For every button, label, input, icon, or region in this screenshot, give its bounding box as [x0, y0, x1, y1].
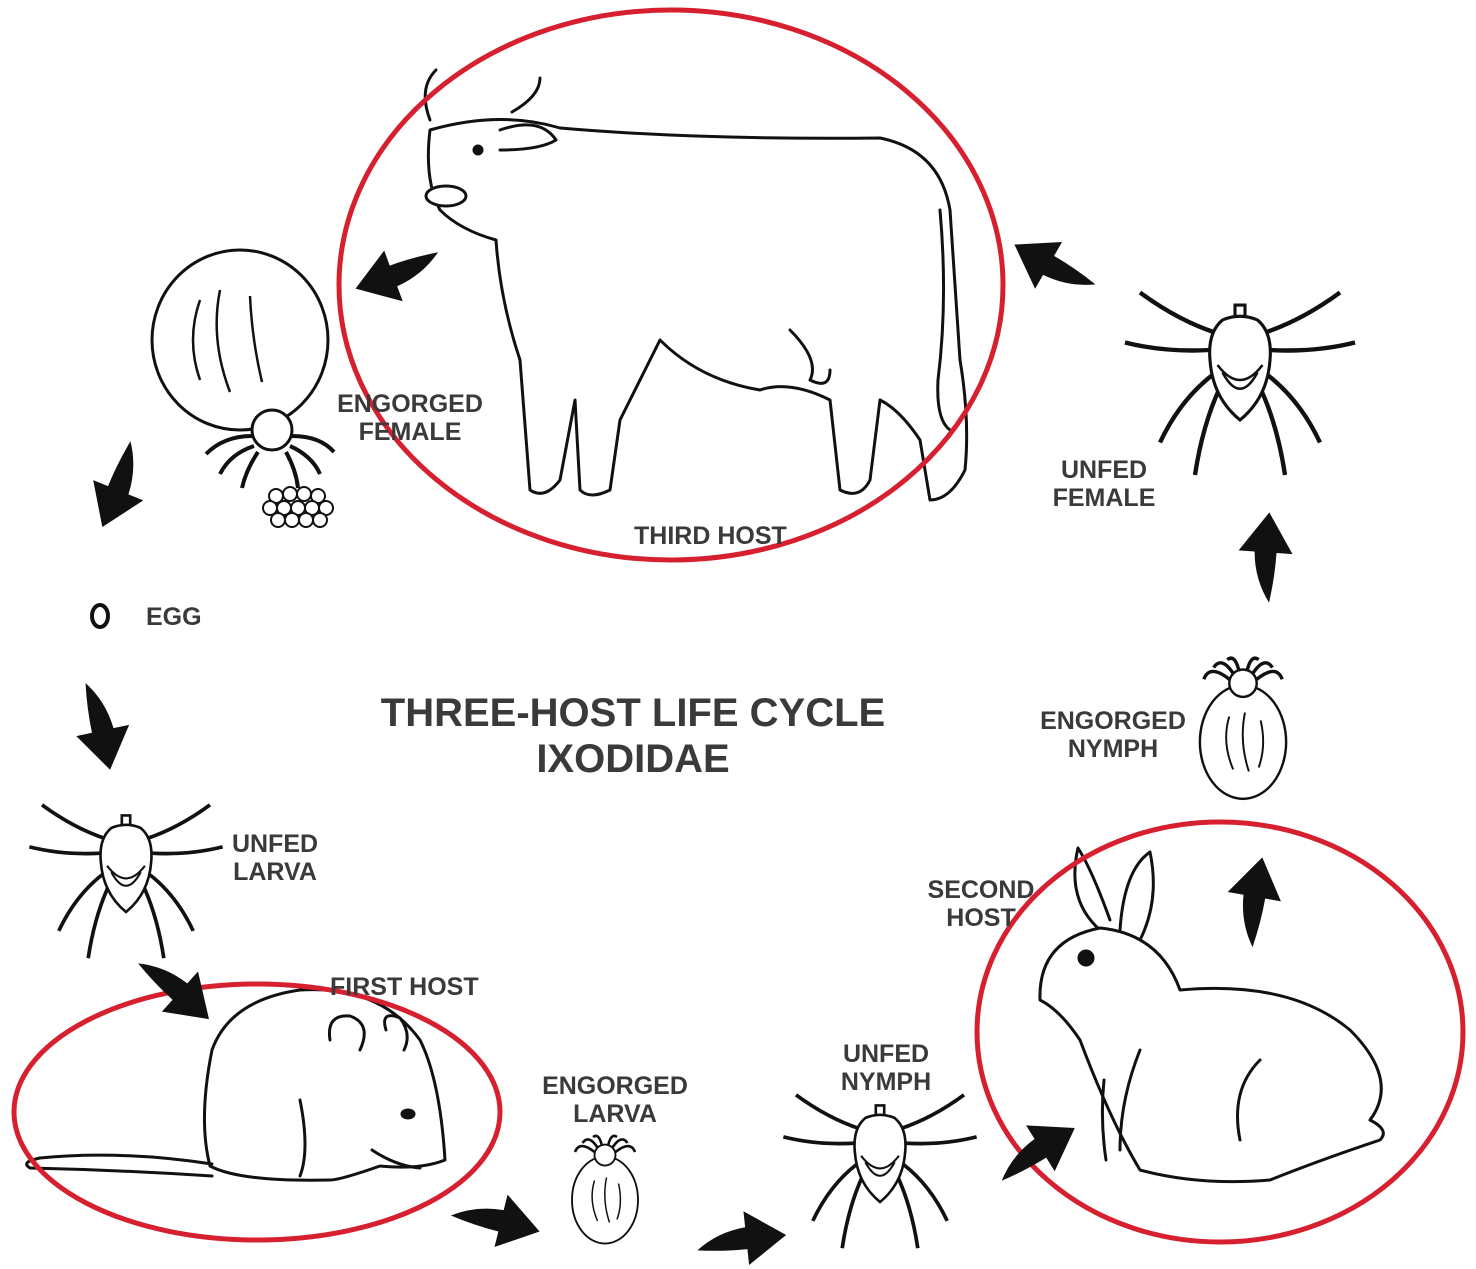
arrow-engorged-larva-to-nymph	[694, 1207, 789, 1269]
label-engorged-female: ENGORGED FEMALE	[330, 390, 490, 446]
label-unfed-female: UNFED FEMALE	[1046, 456, 1162, 512]
unfed-female-tick	[1125, 293, 1355, 476]
label-engorged-nymph: ENGORGED NYMPH	[1030, 707, 1196, 763]
cow-third-host	[425, 70, 966, 500]
label-third-host: THIRD HOST	[634, 522, 787, 550]
label-first-host: FIRST HOST	[330, 973, 479, 1001]
arrow-rabbit-to-engorged-nymph	[1219, 853, 1288, 951]
rabbit-second-host	[1040, 848, 1383, 1182]
unfed-larva-tick	[29, 805, 222, 958]
egg-mass	[263, 487, 333, 527]
arrow-host-to-female	[347, 233, 450, 315]
egg	[92, 605, 108, 627]
label-unfed-nymph: UNFED NYMPH	[826, 1040, 946, 1096]
arrow-egg-to-larva	[66, 676, 138, 775]
label-engorged-larva: ENGORGED LARVA	[535, 1072, 695, 1128]
arrow-host-to-engorged-larva	[446, 1183, 546, 1257]
arrow-nymph-to-female	[1235, 510, 1295, 604]
label-second-host: SECOND HOST	[916, 876, 1046, 932]
arrow-female-to-egg	[78, 434, 162, 538]
label-unfed-larva: UNFED LARVA	[220, 830, 330, 886]
engorged-larva-tick	[572, 1136, 638, 1244]
engorged-nymph-tick	[1200, 658, 1286, 799]
label-egg: EGG	[146, 603, 202, 631]
title-line-2: IXODIDAE	[370, 736, 896, 782]
unfed-nymph-tick	[783, 1095, 976, 1248]
title-line-1: THREE-HOST LIFE CYCLE	[370, 690, 896, 736]
arrow-female-to-cow	[1000, 222, 1105, 314]
engorged-female-tick	[152, 250, 334, 488]
diagram-title: THREE-HOST LIFE CYCLE IXODIDAE	[370, 690, 896, 782]
